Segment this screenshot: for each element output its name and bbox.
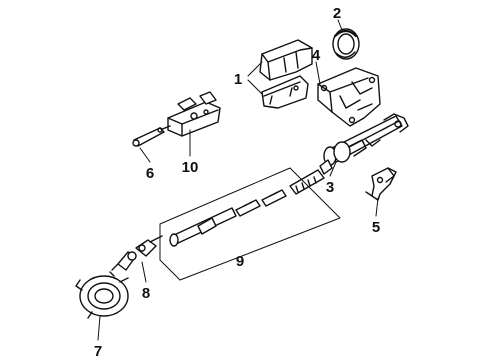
lever-part: [132, 127, 165, 147]
column-shaft-part: [323, 113, 409, 166]
callout-5: 5: [372, 219, 380, 236]
column-cover-part: [259, 39, 313, 109]
callout-1: 1: [234, 71, 242, 88]
callout-9: 9: [236, 253, 244, 270]
universal-joint-part: [109, 235, 163, 277]
callout-8: 8: [142, 285, 150, 302]
callout-3: 3: [326, 179, 334, 196]
intermediate-shaft-part: [159, 159, 341, 281]
callout-7: 7: [94, 343, 102, 360]
support-brace-part: [365, 167, 397, 201]
lock-housing-part: [159, 91, 221, 137]
mounting-bracket-part: [317, 67, 381, 127]
ring-part: [332, 28, 360, 60]
callout-2: 2: [333, 5, 341, 22]
clock-spring-part: [75, 275, 129, 319]
callout-10: 10: [182, 159, 199, 176]
callout-4: 4: [312, 47, 321, 64]
leader-lines: [97, 19, 379, 341]
callout-6: 6: [146, 165, 154, 182]
